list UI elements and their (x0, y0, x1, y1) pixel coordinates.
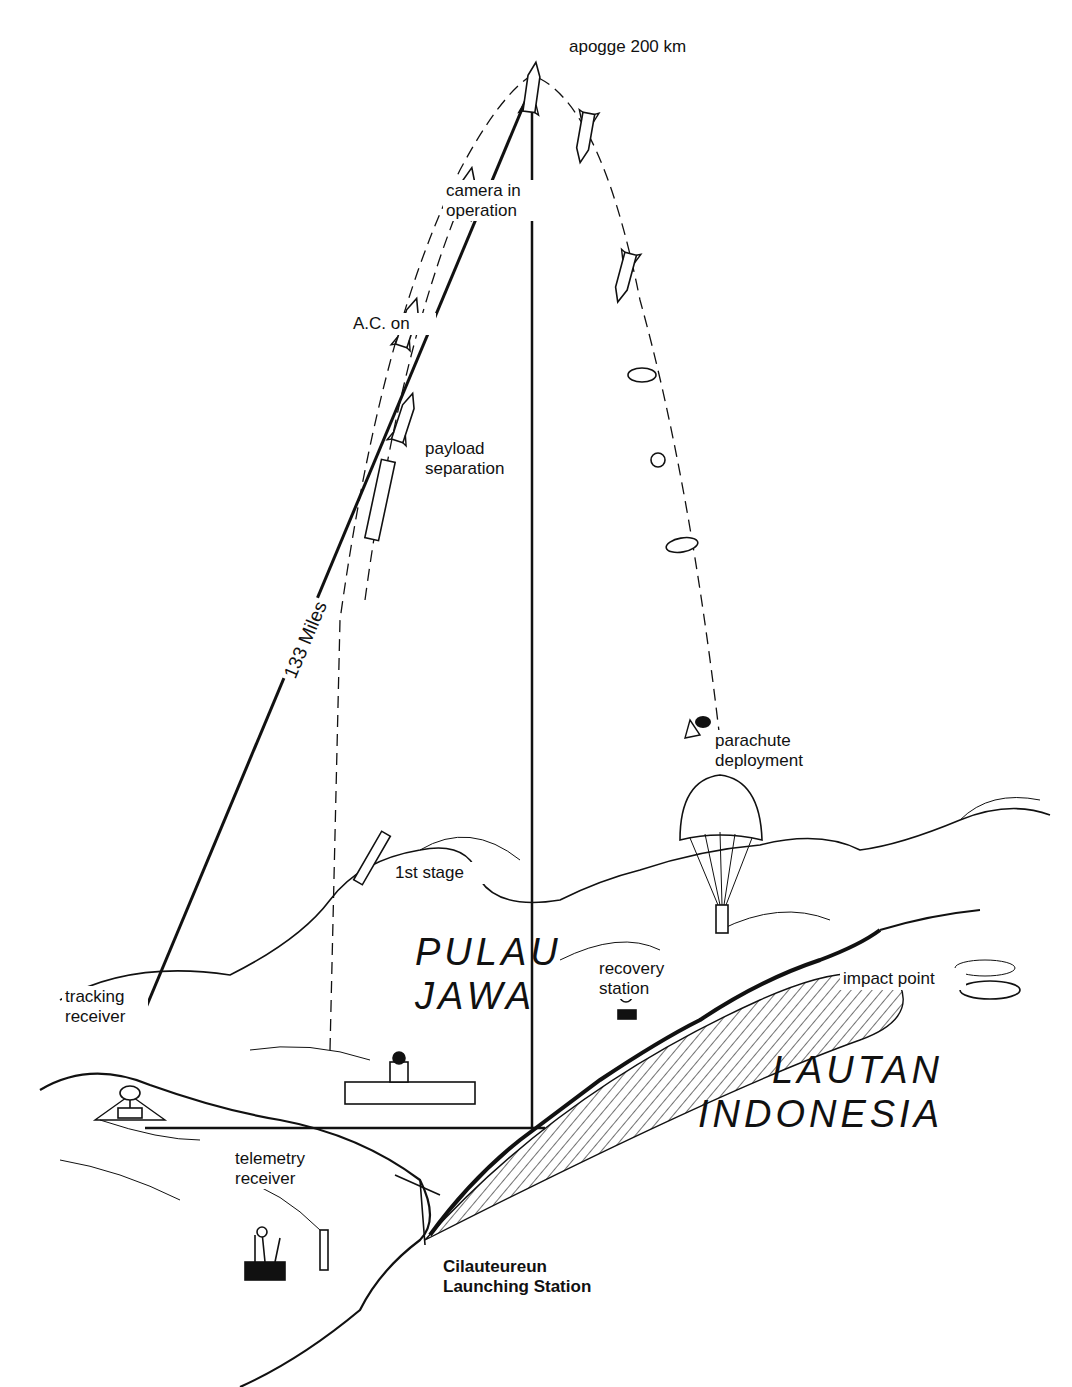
ground-stations (118, 990, 636, 1280)
attitude-control-label: A.C. on (350, 313, 436, 335)
separation-label: payload separation (422, 438, 528, 479)
parachute-label: parachute deployment (712, 730, 828, 771)
impact-label: impact point (840, 968, 966, 990)
stage-label: 1st stage (392, 862, 508, 884)
parachute (680, 775, 762, 933)
tracking-label: tracking receiver (62, 986, 148, 1027)
apogee-label: apogge 200 km (566, 36, 742, 58)
rocket-stages (354, 61, 711, 885)
trajectory (330, 75, 720, 1050)
distance-label: 133 Miles (278, 595, 334, 685)
coastline (40, 798, 1050, 1387)
island-name: PULAU JAWA (412, 930, 568, 1019)
sea-name: LAUTAN INDONESIA (680, 1048, 946, 1137)
recovery-label: recovery station (596, 958, 682, 999)
camera-label: camera in operation (443, 180, 559, 221)
telemetry-label: telemetry receiver (232, 1148, 328, 1189)
launch-site-label: Cilauteureun Launching Station (440, 1256, 616, 1297)
